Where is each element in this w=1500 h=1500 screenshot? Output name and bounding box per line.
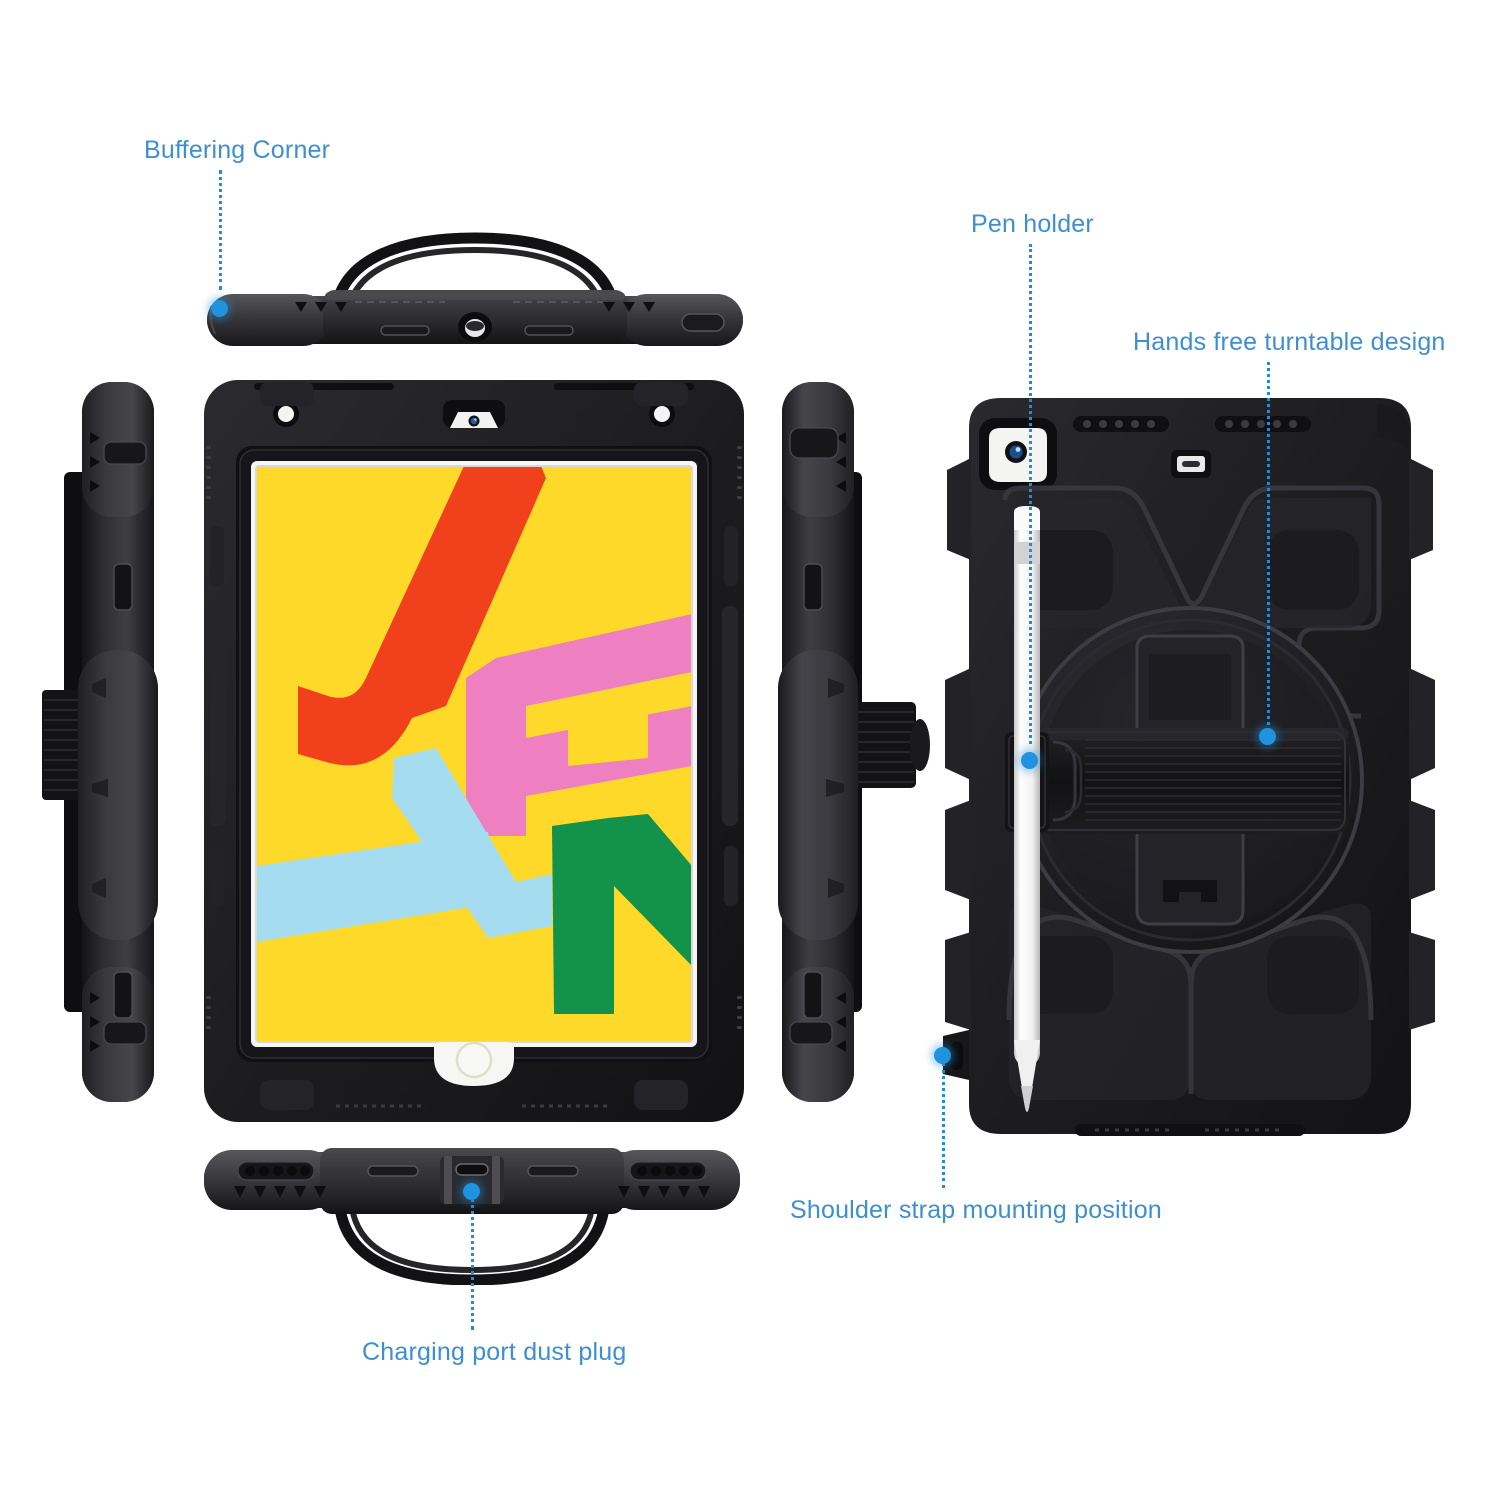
right-side-profile-view (770, 372, 935, 1112)
leader-line-hands-free-turntable-design (1267, 362, 1270, 737)
volume-button-cutout-lower (113, 971, 133, 1019)
edge-texture (206, 446, 742, 1029)
volume-button-cutout-upper (113, 563, 133, 611)
port-cover-right (527, 1165, 579, 1177)
speaker-grille-left (237, 1161, 315, 1181)
front-camera (443, 400, 505, 428)
speaker-grille-right (629, 1161, 707, 1181)
front-view (196, 366, 752, 1136)
leader-line-shoulder-strap-mounting-position (942, 1063, 945, 1188)
power-button[interactable] (681, 313, 725, 332)
callout-label-buffering-corner: Buffering Corner (144, 136, 331, 164)
grip-texture-left (234, 1186, 326, 1198)
callout-label-shoulder-strap-mounting-position: Shoulder strap mounting position (790, 1196, 1162, 1224)
port-cover-left (367, 1165, 419, 1177)
armor-pattern (1002, 485, 1382, 719)
charging-port-dust-plug[interactable] (440, 1156, 504, 1204)
marker-dot-shoulder-strap-mounting-position[interactable] (934, 1047, 951, 1064)
hand-strap[interactable] (1033, 728, 1349, 834)
side-armor-lugs-right (1409, 458, 1435, 1030)
grip-texture-left (295, 302, 347, 312)
top-armor-notches (260, 382, 688, 406)
callout-label-pen-holder: Pen holder (971, 210, 1094, 238)
back-view (925, 380, 1455, 1180)
corner-grip-bottom (836, 992, 846, 1052)
turntable-edge-bulge (778, 650, 858, 940)
handle-lug-top-right (1377, 404, 1409, 450)
callout-label-charging-port-dust-plug: Charging port dust plug (362, 1338, 627, 1366)
corner-grip-top (836, 432, 846, 492)
side-bumper-rails (210, 526, 738, 906)
rear-camera (979, 418, 1057, 490)
shoulder-strap-mount[interactable] (943, 1030, 969, 1080)
port-cover-right (524, 325, 574, 336)
speaker-grille (1073, 416, 1311, 432)
armor-plates-upper (1009, 498, 1371, 628)
rear-camera-port (458, 312, 492, 342)
callout-label-hands-free-turntable-design: Hands free turntable design (1133, 328, 1446, 356)
corner-grip-bottom (90, 992, 100, 1052)
grip-texture-right (603, 302, 655, 312)
grip-texture-right (618, 1186, 710, 1198)
corner-cutouts (273, 401, 675, 427)
apple-pencil[interactable] (1014, 506, 1040, 1112)
left-side-profile-view (30, 372, 195, 1112)
screen-wallpaper (256, 466, 692, 1042)
side-armor-lugs-left (945, 458, 971, 1030)
top-edge-view (195, 222, 755, 357)
marker-dot-charging-port-dust-plug[interactable] (463, 1183, 480, 1200)
corner-grip-top (90, 432, 100, 492)
port-cover-left (380, 325, 430, 336)
carry-handle-strap (329, 232, 621, 320)
home-button[interactable] (434, 1041, 514, 1086)
volume-button-cutout-lower (803, 971, 823, 1019)
leader-line-pen-holder (1029, 244, 1032, 744)
marker-dot-pen-holder[interactable] (1021, 752, 1038, 769)
turntable-edge-bulge (78, 650, 158, 940)
sensor-cutout (1171, 450, 1211, 478)
hand-strap-edge (854, 702, 930, 788)
leader-line-buffering-corner (219, 170, 222, 290)
marker-dot-hands-free-turntable-design[interactable] (1259, 728, 1276, 745)
leader-line-charging-port-dust-plug (471, 1198, 474, 1330)
bottom-vents (1075, 1124, 1305, 1136)
marker-dot-buffering-corner[interactable] (211, 300, 228, 317)
volume-button-cutout-upper (803, 563, 823, 611)
armor-plates-lower (1009, 903, 1371, 1100)
bottom-armor-notches (260, 1080, 688, 1110)
